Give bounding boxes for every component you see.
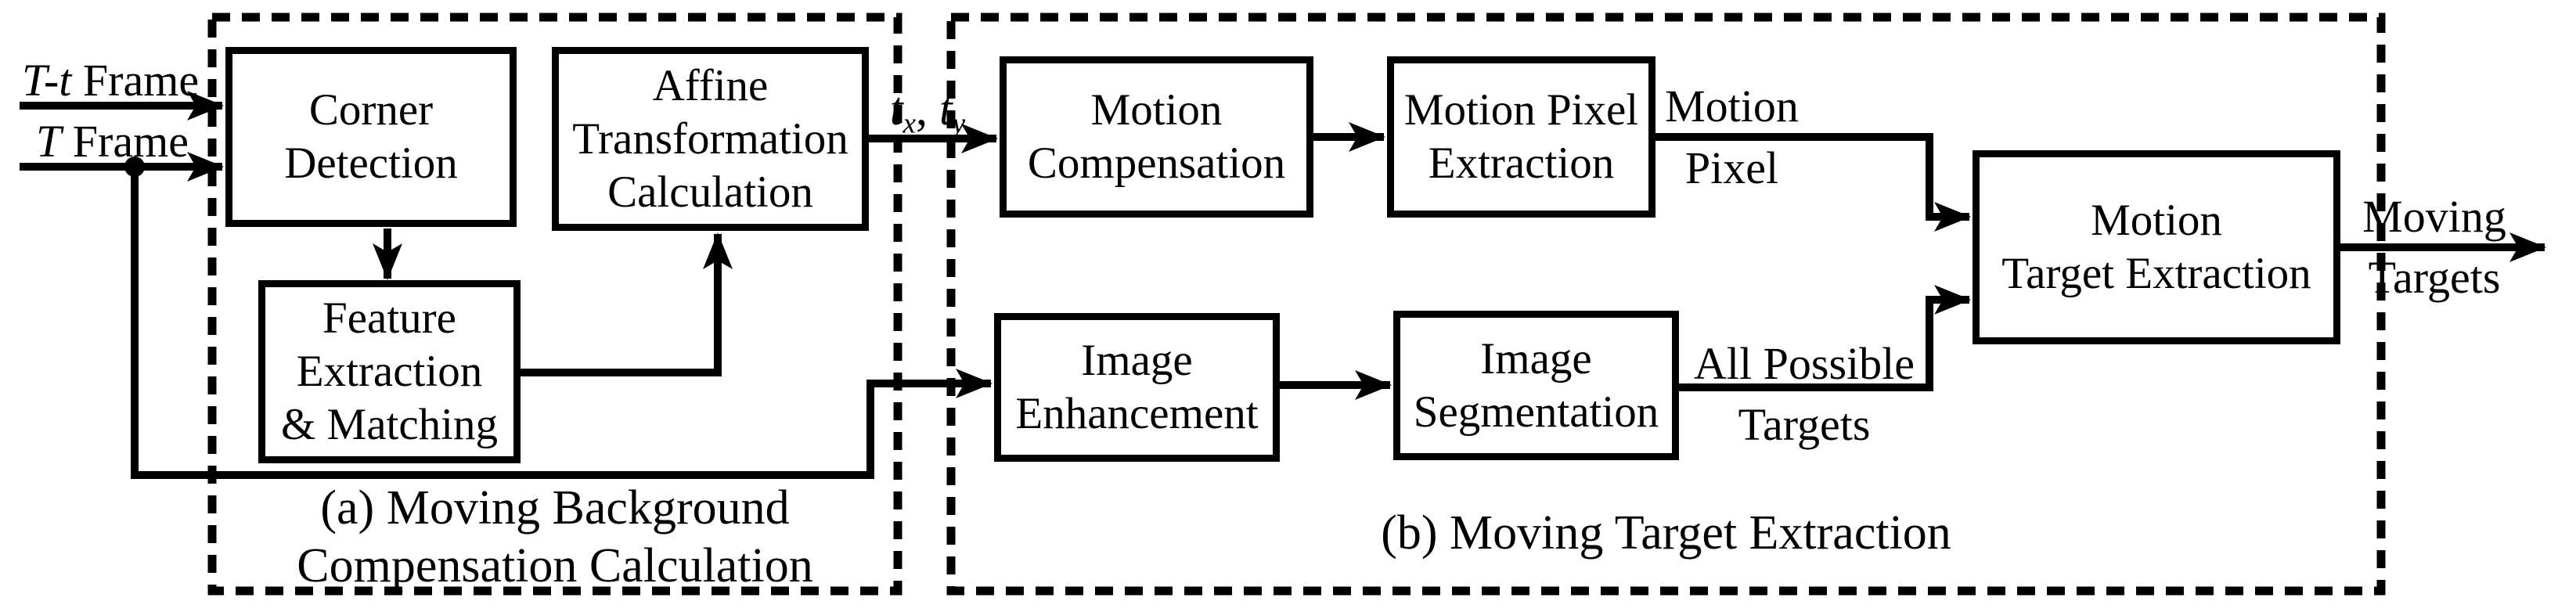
edge-label-line: Motion (1665, 81, 1799, 131)
box-motion-target-extraction: Motion Target Extraction (1973, 150, 2340, 344)
input-label-t-minus-t-frame: T-t Frame (22, 50, 199, 111)
edge-label-line: Moving (2362, 191, 2506, 242)
caption-section-b: (b) Moving Target Extraction (951, 504, 2381, 562)
box-label: Target Extraction (2001, 249, 2311, 298)
tx-subscript: x (903, 107, 916, 140)
box-label: Motion (1090, 85, 1223, 135)
ty-subscript: y (952, 107, 966, 140)
edge-label-motion-pixel: Motion Pixel (1655, 75, 1808, 199)
box-motion-pixel-extraction: Motion Pixel Extraction (1387, 56, 1655, 218)
input-label-rest: Frame (61, 116, 189, 167)
arrow-motionpixel-to-mte (1655, 133, 1971, 232)
input-label-t-frame: T Frame (36, 111, 189, 172)
section-b-border (946, 13, 2386, 596)
box-label: Detection (284, 139, 458, 188)
box-label: Motion (2091, 196, 2222, 245)
box-corner-detection: Corner Detection (225, 47, 517, 227)
box-label: Extraction (296, 347, 483, 396)
box-label: Corner (308, 85, 434, 135)
input-label-italic: T-t (22, 55, 72, 106)
box-image-enhancement: Image Enhancement (994, 313, 1280, 462)
arrow-feature-to-affine (521, 232, 733, 376)
edge-label-line: Targets (1738, 399, 1871, 450)
edge-label-line: Targets (2368, 252, 2501, 303)
box-label: Image (1081, 336, 1193, 385)
caption-section-a: (a) Moving Background Compensation Calcu… (212, 479, 898, 595)
box-label: Feature (322, 293, 456, 343)
box-label: Transformation (572, 113, 848, 164)
arrow-allpossible-to-mte (1679, 285, 1971, 391)
caption-line: (b) Moving Target Extraction (1381, 506, 1951, 560)
edge-label-all-possible-targets: All Possible Targets (1679, 333, 1929, 455)
box-label: Enhancement (1015, 389, 1259, 438)
box-label: Compensation (1027, 139, 1286, 188)
box-label: Calculation (607, 167, 813, 217)
box-label: Segmentation (1413, 387, 1659, 437)
box-label: Motion Pixel (1403, 85, 1639, 135)
input-label-italic: T (36, 116, 62, 167)
caption-line: Compensation Calculation (297, 539, 813, 592)
input-label-rest: Frame (71, 55, 200, 106)
comma: , (916, 83, 939, 135)
junction-dot (124, 157, 145, 177)
edge-label-tx-ty: tx, ty (853, 78, 1002, 154)
box-image-segmentation: Image Segmentation (1393, 311, 1679, 460)
box-label: & Matching (280, 400, 499, 449)
edge-label-line: All Possible (1694, 338, 1915, 389)
edge-label-line: Pixel (1684, 142, 1779, 193)
wire-t-frame-branch (131, 167, 993, 479)
box-motion-compensation: Motion Compensation (1000, 56, 1313, 218)
ty-symbol: t (939, 83, 953, 135)
section-a-border (207, 13, 903, 596)
tx-symbol: t (889, 83, 903, 135)
box-label: Affine (652, 60, 769, 110)
box-label: Extraction (1428, 139, 1615, 188)
box-label: Image (1480, 333, 1592, 383)
box-affine-transformation-calculation: Affine Transformation Calculation (552, 47, 869, 231)
caption-line: (a) Moving Background (320, 481, 790, 535)
output-label-moving-targets: Moving Targets (2344, 186, 2524, 308)
box-feature-extraction-matching: Feature Extraction & Matching (258, 280, 521, 463)
